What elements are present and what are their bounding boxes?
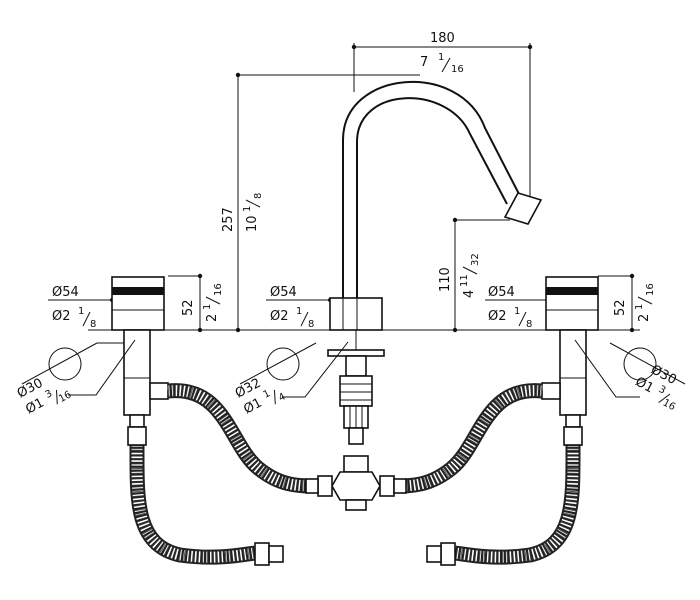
spout-clearance-imperial-num: 11	[459, 274, 470, 287]
overall-height-metric: 257	[221, 207, 236, 232]
right-handle-diameter-imperial-whole: Ø2	[488, 309, 507, 324]
center-shank	[327, 330, 385, 445]
spout-reach-metric: 180	[430, 31, 455, 46]
right-handle-diameter-metric: Ø54	[488, 285, 515, 300]
tee-connector	[317, 455, 395, 511]
gooseneck-spout	[329, 80, 543, 331]
left-hole-imperial-num: 3	[44, 388, 55, 401]
center-hole-imperial-num: 1	[262, 388, 273, 401]
overall-height-imperial-num: 1	[242, 206, 253, 212]
hole-symbols	[21, 339, 686, 398]
braided-hoses	[129, 383, 581, 565]
left-handle	[111, 276, 165, 331]
spout-clearance-imperial-den: 32	[470, 253, 481, 266]
left-handle-diameter-imperial-num: 1	[78, 306, 84, 317]
left-hole-imperial-den: 16	[57, 389, 73, 405]
left-handle-height-imperial-num: 1	[202, 304, 213, 310]
spout-reach-imperial-whole: 7	[420, 55, 428, 70]
left-hole-metric: Ø30	[15, 376, 46, 402]
spout-reach-imperial-num: 1	[438, 52, 444, 63]
overall-height-imperial-den: 8	[253, 193, 264, 199]
left-handle-diameter-metric: Ø54	[52, 285, 79, 300]
right-handle-height-imperial-num: 1	[634, 304, 645, 310]
left-handle-diameter-imperial-whole: Ø2	[52, 309, 71, 324]
right-handle-height-imperial-whole: 2	[637, 314, 652, 322]
right-handle-height-metric: 52	[613, 299, 628, 316]
right-handle	[545, 276, 599, 331]
left-handle-diameter-imperial-den: 8	[90, 319, 96, 330]
right-handle-height-imperial-den: 16	[645, 283, 656, 296]
left-handle-height-imperial-whole: 2	[205, 314, 220, 322]
right-hole-imperial-num: 3	[657, 384, 668, 397]
spout-clearance-imperial-whole: 4	[462, 290, 477, 298]
spout-base-diameter-imperial-den: 8	[308, 319, 314, 330]
right-hole-imperial-den: 16	[661, 397, 677, 413]
spout-base-diameter-imperial-whole: Ø2	[270, 309, 289, 324]
spout-base-diameter-imperial-num: 1	[296, 306, 302, 317]
spout-clearance-metric: 110	[438, 267, 453, 292]
right-handle-diameter-imperial-den: 8	[526, 319, 532, 330]
spout-base-diameter-metric: Ø54	[270, 285, 297, 300]
left-valve-body	[123, 329, 169, 428]
left-handle-height-metric: 52	[181, 299, 196, 316]
center-hole-imperial-den: 4	[277, 391, 288, 404]
left-handle-height-imperial-den: 16	[213, 283, 224, 296]
spout-reach-imperial-den: 16	[451, 64, 464, 75]
right-valve-body	[541, 329, 587, 428]
overall-height-imperial-whole: 10	[245, 215, 260, 232]
center-hole-metric: Ø32	[233, 376, 264, 402]
hose-fittings	[127, 426, 583, 566]
right-handle-diameter-imperial-num: 1	[514, 306, 520, 317]
